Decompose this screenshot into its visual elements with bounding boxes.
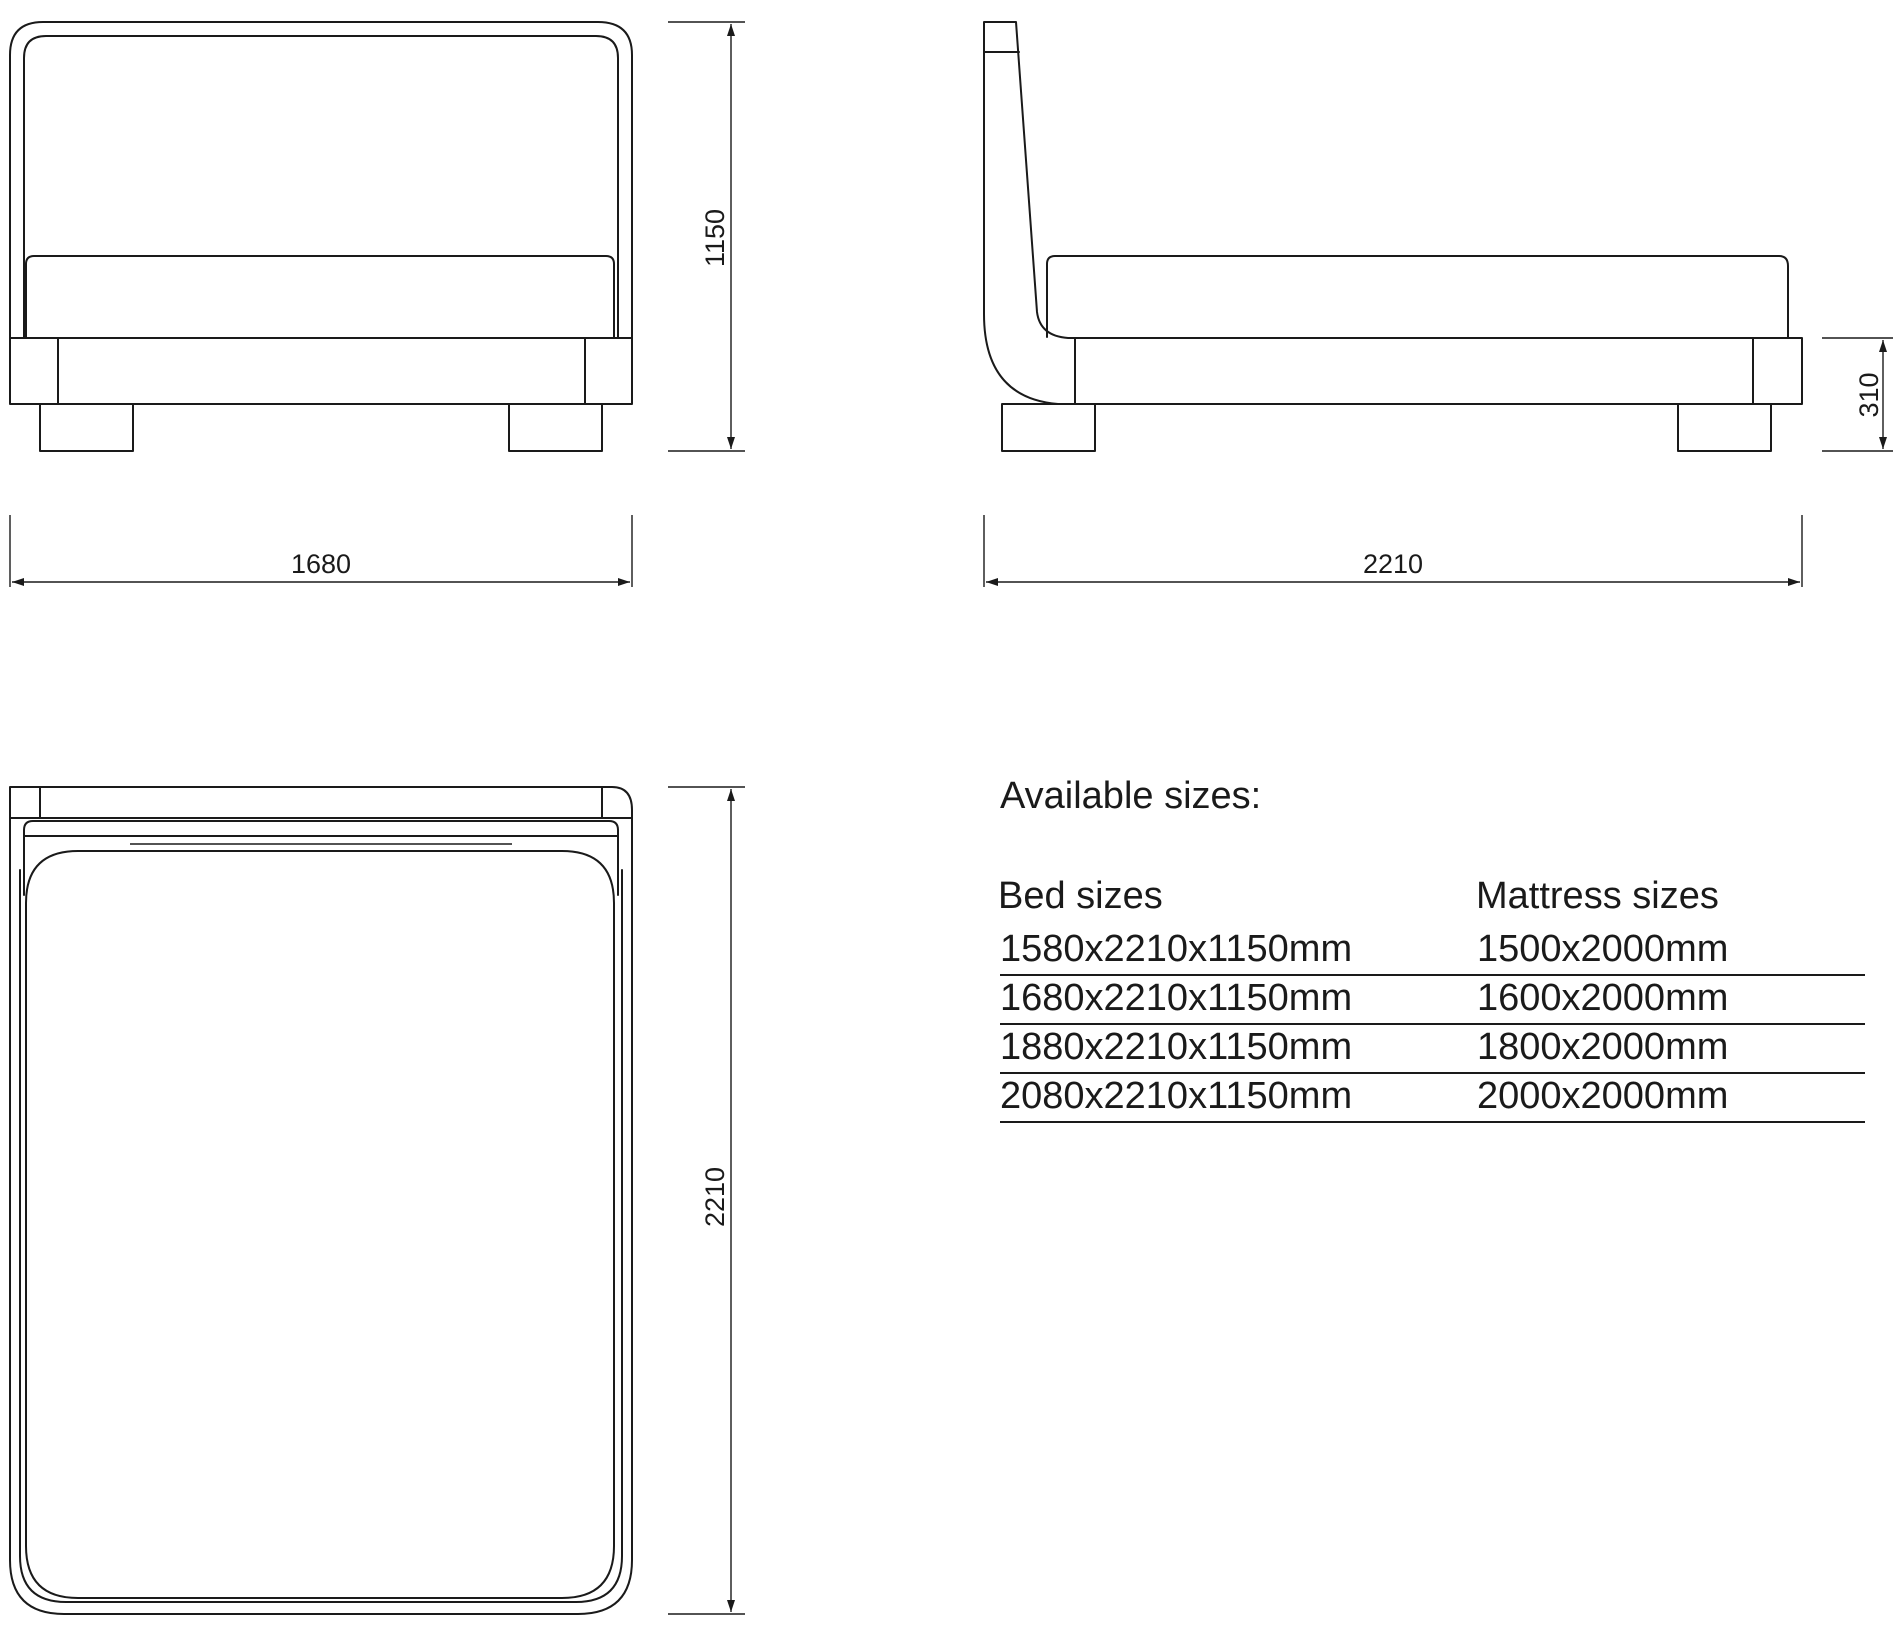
top-inner-rail	[19, 869, 623, 1603]
front-view: 1150 1680	[9, 21, 745, 587]
bed-sizes-header: Bed sizes	[998, 875, 1163, 917]
side-base-height-label: 310	[1854, 372, 1884, 417]
front-base-frame	[9, 337, 633, 405]
mattress-sizes-header: Mattress sizes	[1476, 875, 1719, 917]
front-height-label: 1150	[700, 209, 730, 267]
bed-size-value: 1580x2210x1150mm	[1000, 928, 1353, 970]
size-row: 1580x2210x1150mm 1500x2000mm	[1000, 925, 1865, 976]
front-headboard-outer	[9, 21, 633, 341]
side-view: 310 2210	[983, 21, 1893, 587]
side-mattress	[1046, 255, 1789, 338]
side-length-label: 2210	[1363, 549, 1423, 579]
mattress-size-value: 1500x2000mm	[1477, 928, 1729, 970]
mattress-size-value: 1600x2000mm	[1477, 977, 1729, 1019]
side-base-frame	[1074, 337, 1803, 405]
top-mattress	[25, 850, 615, 1599]
mattress-size-value: 1800x2000mm	[1477, 1026, 1729, 1068]
front-headboard-inner	[23, 35, 619, 338]
size-row: 1680x2210x1150mm 1600x2000mm	[1000, 974, 1865, 1025]
top-view: 2210	[9, 786, 745, 1615]
available-sizes-title: Available sizes:	[1000, 775, 1262, 817]
front-leg-right	[508, 403, 603, 452]
bed-size-value: 1680x2210x1150mm	[1000, 977, 1353, 1019]
side-leg-foot	[1677, 403, 1772, 452]
front-leg-left	[39, 403, 134, 452]
front-mattress	[25, 255, 615, 338]
front-width-label: 1680	[291, 549, 351, 579]
bed-size-value: 2080x2210x1150mm	[1000, 1075, 1353, 1117]
side-headboard	[983, 21, 1076, 405]
top-headboard-inner	[23, 820, 619, 896]
side-leg-head	[1001, 403, 1096, 452]
size-row: 2080x2210x1150mm 2000x2000mm	[1000, 1072, 1865, 1123]
top-length-label: 2210	[700, 1167, 730, 1227]
bed-size-value: 1880x2210x1150mm	[1000, 1026, 1353, 1068]
size-row: 1880x2210x1150mm 1800x2000mm	[1000, 1023, 1865, 1074]
top-outer-frame	[9, 786, 633, 1615]
mattress-size-value: 2000x2000mm	[1477, 1075, 1729, 1117]
